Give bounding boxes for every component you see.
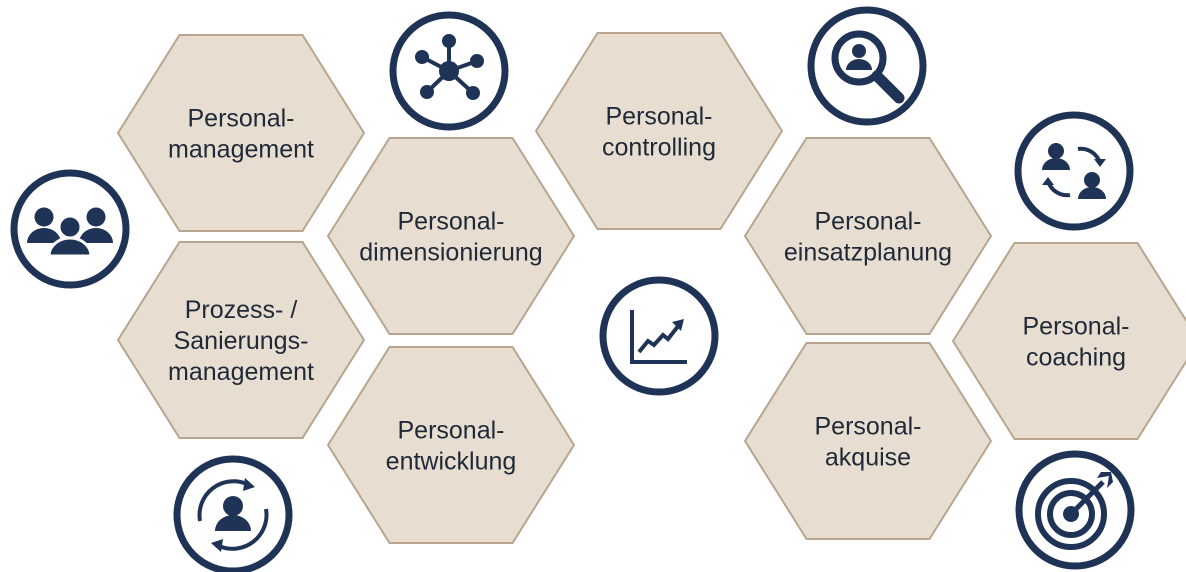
hexagon-label-line: management	[168, 358, 314, 386]
hexagon-label-line: einsatzplanung	[784, 239, 952, 267]
hexagon-shape	[326, 137, 576, 335]
hexagon-label-line: Personal-	[398, 417, 505, 445]
hexagon-personalakquise: Personal-akquise	[743, 342, 993, 540]
hexagon-shape	[743, 342, 993, 540]
hexagon-label-line: management	[168, 136, 314, 164]
person-cycle-icon	[173, 455, 293, 572]
hexagon-shape	[743, 137, 993, 335]
growth-chart-icon	[599, 276, 719, 396]
hexagon-shape	[534, 32, 784, 230]
people-exchange-icon	[1014, 111, 1134, 231]
hexagon-shape	[116, 34, 366, 232]
team-icon	[10, 169, 130, 289]
hexagon-label-line: coaching	[1026, 344, 1126, 372]
hexagon-personalcoaching: Personal-coaching	[951, 242, 1186, 440]
hexagon-personaleinsatzplanung: Personal-einsatzplanung	[743, 137, 993, 335]
hexagon-personalmanagement: Personal-management	[116, 34, 366, 232]
hexagon-shape	[951, 242, 1186, 440]
hexagon-label-line: Personal-	[815, 208, 922, 236]
hexagon-label-line: Personal-	[815, 413, 922, 441]
hexagon-label-line: Sanierungs-	[174, 327, 309, 355]
hexagon-shape	[326, 346, 576, 544]
hexagon-label-line: controlling	[602, 134, 716, 162]
hexagon-shape	[116, 241, 366, 439]
person-search-icon	[807, 6, 927, 126]
hexagon-label-line: akquise	[825, 444, 911, 472]
hexagon-prozess-sanierungsmanagement: Prozess- / Sanierungs-management	[116, 241, 366, 439]
hexagon-label-line: Personal-	[1023, 313, 1130, 341]
hexagon-label-line: entwicklung	[386, 448, 517, 476]
target-icon	[1015, 450, 1135, 570]
hexagon-label-line: Personal-	[606, 103, 713, 131]
hexagon-label-line: dimensionierung	[359, 239, 542, 267]
hexagon-label-line: Prozess- /	[185, 296, 298, 324]
hexagon-label-line: Personal-	[188, 105, 295, 133]
hexagon-label-line: Personal-	[398, 208, 505, 236]
hexagon-personalentwicklung: Personal-entwicklung	[326, 346, 576, 544]
hexagon-personaldimensionierung: Personal-dimensionierung	[326, 137, 576, 335]
hexagon-personalcontrolling: Personal-controlling	[534, 32, 784, 230]
network-icon	[389, 11, 509, 131]
